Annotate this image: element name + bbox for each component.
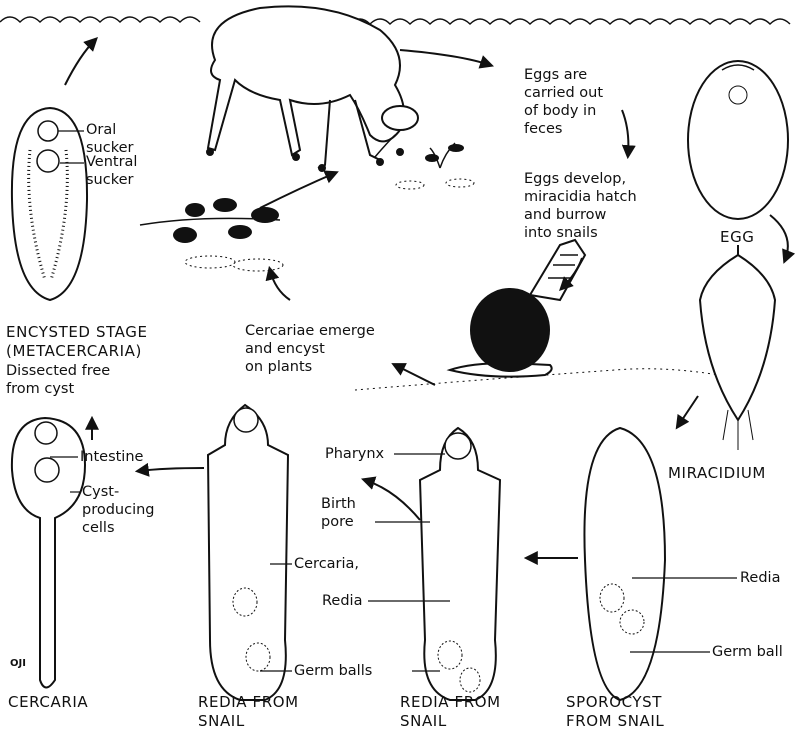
- intestine-label: Intestine: [80, 448, 143, 466]
- metacercaria-illustration: [12, 108, 87, 300]
- ground-line: [0, 17, 790, 24]
- snail-illustration: [355, 240, 745, 390]
- redia-1-illustration: [208, 405, 288, 700]
- redia-label-a: Redia: [322, 592, 362, 610]
- plants-illustration: [140, 198, 283, 271]
- pharynx-label: Pharynx: [325, 445, 384, 463]
- sheep-illustration: [207, 6, 418, 171]
- artist-signature: OJI: [10, 658, 26, 669]
- redia-label-b: Redia: [740, 569, 780, 587]
- sprouts-illustration: [396, 143, 474, 189]
- encysted-stage-caption: ENCYSTED STAGE(METACERCARIA): [6, 323, 148, 361]
- miracidium-caption: MIRACIDIUM: [668, 464, 766, 483]
- redia-2-illustration: [420, 428, 500, 700]
- miracidium-illustration: [700, 245, 775, 450]
- cercaria-label: Cercaria,: [294, 555, 359, 573]
- germ-balls-label: Germ balls: [294, 662, 372, 680]
- sporocyst-illustration: [584, 428, 665, 700]
- egg-illustration: [688, 61, 788, 219]
- cercaria-caption: CERCARIA: [8, 693, 88, 712]
- germ-ball-label: Germ ball: [712, 643, 783, 661]
- cercaria-illustration: [12, 418, 85, 688]
- egg-caption: EGG: [720, 228, 755, 247]
